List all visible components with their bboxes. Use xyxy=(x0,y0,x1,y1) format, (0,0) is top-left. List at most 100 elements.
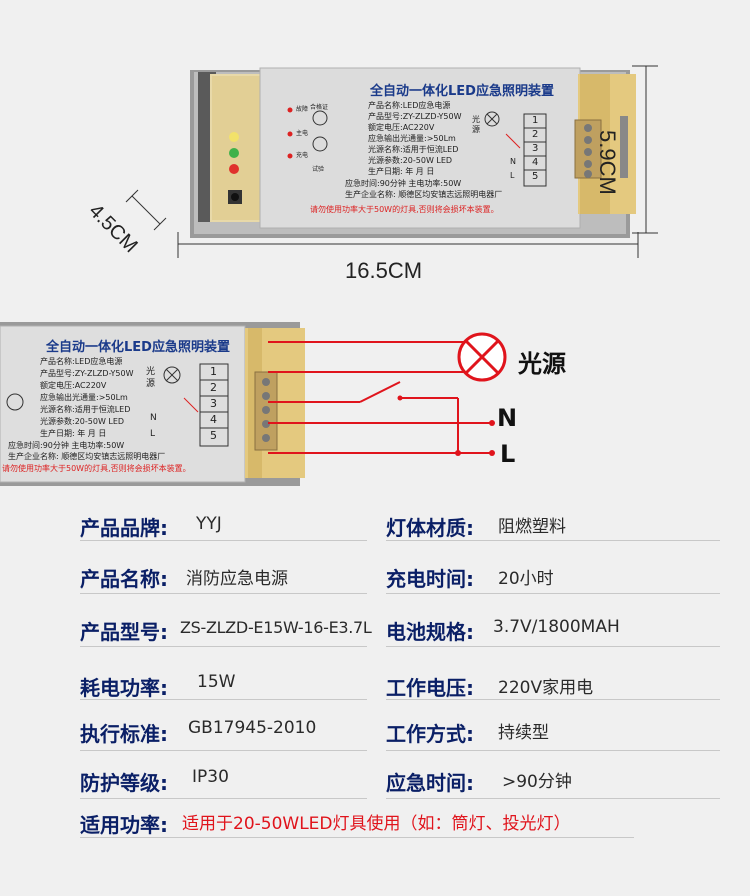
spec-divider xyxy=(80,837,634,838)
top-plate-line: 光源名称:适用于恒流LED xyxy=(368,145,459,154)
spec-divider xyxy=(386,750,720,751)
spec-value-highlight: 适用于20-50WLED灯具使用（如：筒灯、投光灯） xyxy=(182,814,571,834)
spec-divider xyxy=(386,699,720,700)
wiring-plate-warning: 请勿使用功率大于50W的灯具,否则将会损坏本装置。 xyxy=(2,464,191,473)
top-terminal-num: 2 xyxy=(532,129,539,140)
spec-value: ZS-ZLZD-E15W-16-E3.7L xyxy=(180,618,372,637)
top-plate-line: 产品型号:ZY-ZLZD-Y50W xyxy=(368,112,462,121)
wiring-terminal-num: 1 xyxy=(210,365,217,378)
spec-label: 产品名称: xyxy=(80,567,168,591)
wiring-red-lines xyxy=(268,332,507,456)
wiring-plate-line: 产品型号:ZY-ZLZD-Y50W xyxy=(40,369,134,378)
wiring-terminal-letter: L xyxy=(150,429,156,439)
wiring-plate-line: 生产日期: 年 月 日 xyxy=(40,429,107,438)
spec-label: 充电时间: xyxy=(386,567,474,591)
spec-label: 适用功率: xyxy=(80,813,168,837)
wiring-terminal-num: 2 xyxy=(210,381,217,394)
top-indicator-label: 故障 xyxy=(296,106,309,113)
spec-label: 防护等级: xyxy=(80,771,168,795)
top-terminal-letter: L xyxy=(510,171,515,180)
spec-label: 工作电压: xyxy=(386,676,474,700)
wiring-plate-line: 光源名称:适用于恒流LED xyxy=(40,405,131,414)
top-plate-line: 生产企业名称: 顺德区均安镇志远照明电器厂 xyxy=(345,190,503,199)
spec-label: 产品品牌: xyxy=(80,516,168,540)
top-terminal-num: 5 xyxy=(532,171,539,182)
wiring-terminal-block xyxy=(254,371,278,451)
spec-value: 持续型 xyxy=(498,723,549,743)
top-terminal-num: 4 xyxy=(532,157,539,168)
top-plate-line: 应急输出光通量:>50Lm xyxy=(368,134,456,143)
top-terminal-table xyxy=(484,111,547,187)
neutral-label: N xyxy=(497,404,518,432)
light-source-label: 光源 xyxy=(518,350,566,378)
top-indicator-label: 主电 xyxy=(296,130,309,137)
top-plate-line: 光源参数:20-50W LED xyxy=(368,156,453,165)
top-terminal-num: 3 xyxy=(532,143,539,154)
wiring-terminal-num: 4 xyxy=(210,413,217,426)
spec-divider xyxy=(80,750,367,751)
spec-divider xyxy=(386,593,720,594)
wiring-plate-line: 光源参数:20-50W LED xyxy=(40,417,125,426)
spec-value: GB17945-2010 xyxy=(188,718,317,738)
top-terminal-letter: 光 xyxy=(472,115,480,124)
wiring-terminal-letter: N xyxy=(150,413,157,423)
top-plate-line: 产品名称:LED应急电源 xyxy=(368,101,451,110)
wiring-product-image: 全自动一体化LED应急照明装置 产品名称:LED应急电源 产品型号:ZY-ZLZ… xyxy=(0,320,320,490)
spec-value: 15W xyxy=(197,672,236,692)
spec-value: 3.7V/1800MAH xyxy=(493,617,620,637)
spec-label: 执行标准: xyxy=(80,722,168,746)
wiring-plate-line: 生产企业名称: 顺德区均安镇志远照明电器厂 xyxy=(8,452,166,461)
top-plate-line: 额定电压:AC220V xyxy=(368,123,435,132)
top-indicator-leds xyxy=(228,132,242,204)
dimension-lines xyxy=(125,65,658,258)
spec-divider xyxy=(386,540,720,541)
spec-value: 220V家用电 xyxy=(498,678,594,698)
spec-divider xyxy=(80,593,367,594)
spec-label: 耗电功率: xyxy=(80,676,168,700)
top-plate-line: 应急时间:90分钟 主电功率:50W xyxy=(345,179,462,188)
spec-value: 消防应急电源 xyxy=(186,569,288,589)
top-terminal-letter: N xyxy=(510,157,516,166)
spec-divider xyxy=(80,540,367,541)
top-terminal-block xyxy=(574,119,602,179)
top-terminal-num: 1 xyxy=(532,115,539,126)
spec-divider xyxy=(386,798,720,799)
wiring-terminal-num: 3 xyxy=(210,397,217,410)
spec-label: 应急时间: xyxy=(386,771,474,795)
wiring-plate-line: 额定电压:AC220V xyxy=(40,381,107,390)
wiring-terminal-letter: 光 xyxy=(146,367,156,377)
height-dimension: 5.9CM xyxy=(595,130,620,195)
length-dimension: 16.5CM xyxy=(345,258,423,283)
light-source-icon xyxy=(457,332,507,382)
top-indicator-label: 充电 xyxy=(296,152,309,159)
wiring-terminal-num: 5 xyxy=(210,429,217,442)
spec-value: YYJ xyxy=(196,514,222,534)
spec-value: 20小时 xyxy=(498,569,554,589)
top-sticker: 合格证 xyxy=(310,104,329,111)
top-plate-line: 生产日期: 年 月 日 xyxy=(368,167,435,176)
spec-label: 工作方式: xyxy=(386,722,474,746)
spec-value: 阻燃塑料 xyxy=(498,517,566,537)
spec-value: IP30 xyxy=(192,767,229,787)
top-indicator-label: 试验 xyxy=(312,166,325,173)
wiring-plate-line: 应急输出光通量:>50Lm xyxy=(40,393,128,402)
top-terminal-letter: 源 xyxy=(472,125,480,134)
wiring-terminal-letter: 源 xyxy=(146,379,156,389)
spec-label: 产品型号: xyxy=(80,620,168,644)
live-label: L xyxy=(500,440,516,468)
spec-divider xyxy=(386,646,720,647)
wiring-plate-line: 应急时间:90分钟 主电功率:50W xyxy=(8,441,125,450)
top-plate-title: 全自动一体化LED应急照明装置 xyxy=(370,84,554,99)
top-product-image: 全自动一体化LED应急照明装置 产品名称:LED应急电源 产品型号:ZY-ZLZ… xyxy=(180,62,640,272)
top-product-drawing xyxy=(190,67,636,238)
spec-divider xyxy=(80,646,367,647)
wiring-plate-line: 产品名称:LED应急电源 xyxy=(40,357,123,366)
top-plate-warning: 请勿使用功率大于50W的灯具,否则将会损坏本装置。 xyxy=(310,205,499,214)
spec-value: >90分钟 xyxy=(502,772,572,792)
wiring-plate-title: 全自动一体化LED应急照明装置 xyxy=(46,340,230,355)
spec-divider xyxy=(80,798,367,799)
spec-divider xyxy=(80,699,367,700)
spec-label: 灯体材质: xyxy=(386,516,474,540)
spec-label: 电池规格: xyxy=(386,620,474,644)
wiring-product-drawing xyxy=(0,322,305,486)
